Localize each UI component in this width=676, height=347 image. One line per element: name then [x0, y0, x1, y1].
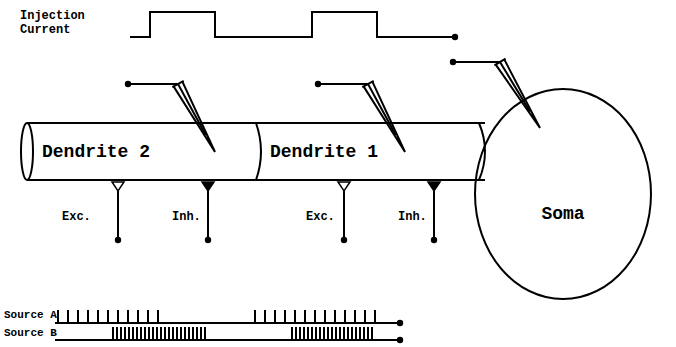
dendrite-segment: Dendrite 1 [266, 124, 478, 179]
dendrite-segment: Dendrite 2 [34, 124, 254, 179]
node-title: Soma [541, 204, 584, 224]
terminal-dot [397, 320, 403, 326]
inhibitory-synapse [202, 182, 214, 191]
signal-name: Source B [4, 327, 57, 340]
segment-divider [256, 123, 261, 180]
synapse-label: Inh. [398, 211, 427, 225]
synapse-wire [343, 191, 345, 240]
cylinder-end [21, 123, 33, 180]
pipette-cap [494, 59, 505, 66]
node-title: Dendrite 2 [42, 142, 150, 162]
synapse-wire [117, 191, 119, 240]
signal-name: Source A [4, 309, 57, 322]
pipette [364, 82, 405, 152]
synapse-label: Inh. [172, 211, 201, 225]
terminal-dot [452, 34, 458, 40]
synapse-wire [207, 191, 209, 240]
synapse-wire [433, 191, 435, 240]
spike-train [113, 327, 205, 340]
current-waveform [130, 12, 455, 37]
pipette [174, 82, 215, 152]
inhibitory-synapse [428, 182, 440, 191]
terminal-dot [205, 237, 211, 243]
excitatory-synapse [112, 182, 124, 191]
pipette [496, 59, 540, 128]
spike-baseline [55, 322, 400, 324]
spike-train [292, 327, 372, 340]
node-title: Dendrite 1 [270, 142, 378, 162]
pipette-wire [500, 62, 530, 112]
synapse-label: Exc. [62, 211, 91, 225]
signal-name: Injection Current [20, 10, 100, 38]
electrode-wire [128, 83, 178, 85]
terminal-dot [450, 59, 456, 65]
pipette-cap [362, 81, 373, 87]
pipette-wire [368, 84, 396, 135]
terminal-dot [315, 81, 321, 87]
spike-train [255, 310, 375, 323]
terminal-dot [431, 237, 437, 243]
terminal-dot [125, 81, 131, 87]
pipette-cap [172, 81, 183, 87]
terminal-dot [341, 237, 347, 243]
terminal-dot [397, 337, 403, 343]
synapse-label: Exc. [306, 211, 335, 225]
spike-train [58, 310, 158, 323]
dendrite-cylinder [27, 123, 485, 180]
electrode-wire [318, 83, 368, 85]
pipette-wire [178, 84, 206, 135]
cylinder-end [479, 123, 485, 180]
soma-circle: Soma [474, 88, 652, 300]
terminal-dot [115, 237, 121, 243]
electrode-wire [453, 61, 500, 63]
excitatory-synapse [338, 182, 350, 191]
